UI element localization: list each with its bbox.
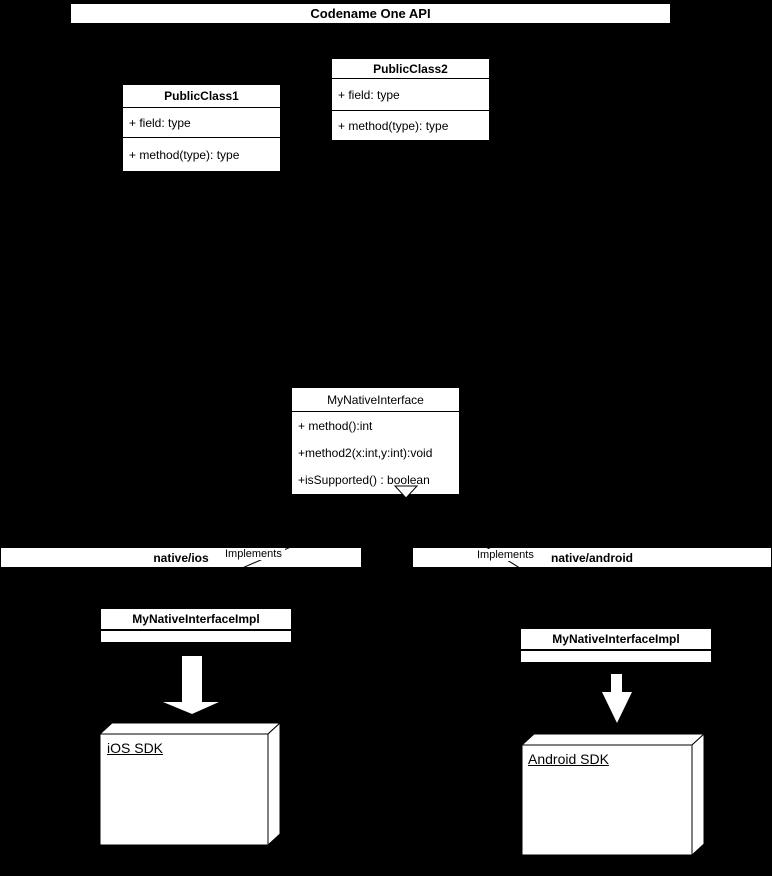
ios-sdk-label: iOS SDK [107, 740, 164, 756]
class-box-mynativeinterfaceimpl-android: MyNativeInterfaceImpl [520, 628, 712, 663]
class-title: PublicClass2 [332, 59, 489, 79]
implements-label-android: Implements [474, 549, 537, 561]
package-label: native/android [550, 550, 633, 565]
class-box-mynativeinterfaceimpl-ios: MyNativeInterfaceImpl [100, 608, 292, 643]
class-box-publicclass1: PublicClass1 + field: type + method(type… [122, 84, 281, 172]
class-member: + method(type): type [123, 137, 280, 171]
class-title: PublicClass1 [123, 85, 280, 108]
class-title: MyNativeInterfaceImpl [521, 629, 711, 651]
class-member: + method(type): type [332, 110, 489, 140]
package-bar-native-android: native/android [412, 547, 772, 568]
class-box-publicclass2: PublicClass2 + field: type + method(type… [331, 58, 490, 141]
class-method: +isSupported() : boolean [298, 472, 430, 487]
class-title: MyNativeInterface [292, 388, 459, 412]
class-member: + field: type [338, 87, 400, 102]
class-method: + method():int [298, 418, 373, 433]
implements-label-ios: Implements [222, 548, 285, 560]
api-title-label: Codename One API [310, 6, 431, 21]
class-title: MyNativeInterfaceImpl [101, 609, 291, 631]
class-method: +method2(x:int,y:int):void [298, 445, 433, 460]
package-bar-native-ios: native/ios [0, 547, 362, 568]
api-title-bar: Codename One API [70, 3, 671, 24]
class-box-mynativeinterface: MyNativeInterface + method():int +method… [291, 387, 460, 495]
down-arrow-android-icon [602, 674, 632, 723]
android-sdk-label: Android SDK [528, 751, 609, 767]
class-member: + field: type [129, 115, 191, 130]
package-label: native/ios [153, 550, 209, 565]
down-arrow-ios-icon [163, 656, 219, 714]
